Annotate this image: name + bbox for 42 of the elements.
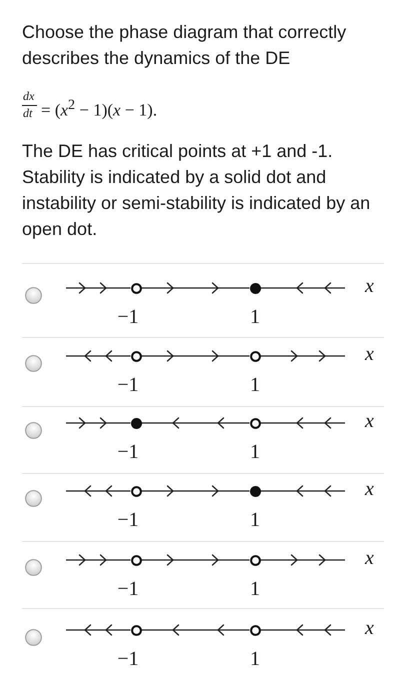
phase-arrow-line	[66, 417, 130, 429]
axis-label: x	[365, 616, 374, 640]
axis-label: x	[365, 342, 374, 366]
phase-arrow-line	[66, 554, 130, 566]
phase-arrow-line	[142, 624, 250, 636]
phase-arrow-line	[142, 417, 250, 429]
phase-arrow-line	[142, 350, 250, 362]
phase-arrow-line	[260, 417, 345, 429]
phase-arrow-line	[66, 282, 130, 294]
point-label: 1	[250, 508, 260, 530]
phase-arrow-line	[142, 485, 250, 497]
fraction-numerator: dx	[23, 90, 34, 103]
phase-arrow-line	[260, 485, 345, 497]
point-label: −1	[117, 578, 139, 600]
point-label: −1	[117, 508, 139, 530]
equation-text: = (x$^{2}$ − 1)(x − 1).	[41, 96, 158, 121]
phase-arrow-line	[66, 624, 130, 636]
axis-label: x	[365, 546, 374, 570]
phase-arrow-line	[260, 282, 345, 294]
point-label: 1	[250, 440, 260, 462]
statement-text: The DE has critical points at +1 and -1.	[22, 140, 334, 163]
point-label: −1	[117, 648, 139, 670]
question-text: Choose the phase diagram that correctly describes the dynamics of the DE	[22, 21, 348, 70]
point-label: 1	[250, 306, 260, 328]
phase-arrow-line	[66, 350, 130, 362]
point-label: −1	[117, 374, 139, 396]
axis-label: x	[365, 409, 374, 433]
phase-arrow-line	[260, 350, 345, 362]
phase-arrow-line	[260, 624, 345, 636]
instruction-text: Stability is indicated by a solid dot and instability or semi-stability is indicated by an open dot.	[22, 166, 372, 241]
axis-label: x	[365, 477, 374, 501]
phase-arrow-line	[260, 554, 345, 566]
axis-label: x	[365, 274, 374, 298]
fraction-denominator: dt	[23, 107, 32, 120]
point-label: −1	[117, 440, 139, 462]
point-label: 1	[250, 578, 260, 600]
phase-arrow-line	[66, 485, 130, 497]
phase-arrow-line	[142, 554, 250, 566]
point-label: −1	[117, 306, 139, 328]
phase-arrow-line	[142, 282, 250, 294]
point-label: 1	[250, 374, 260, 396]
point-label: 1	[250, 648, 260, 670]
